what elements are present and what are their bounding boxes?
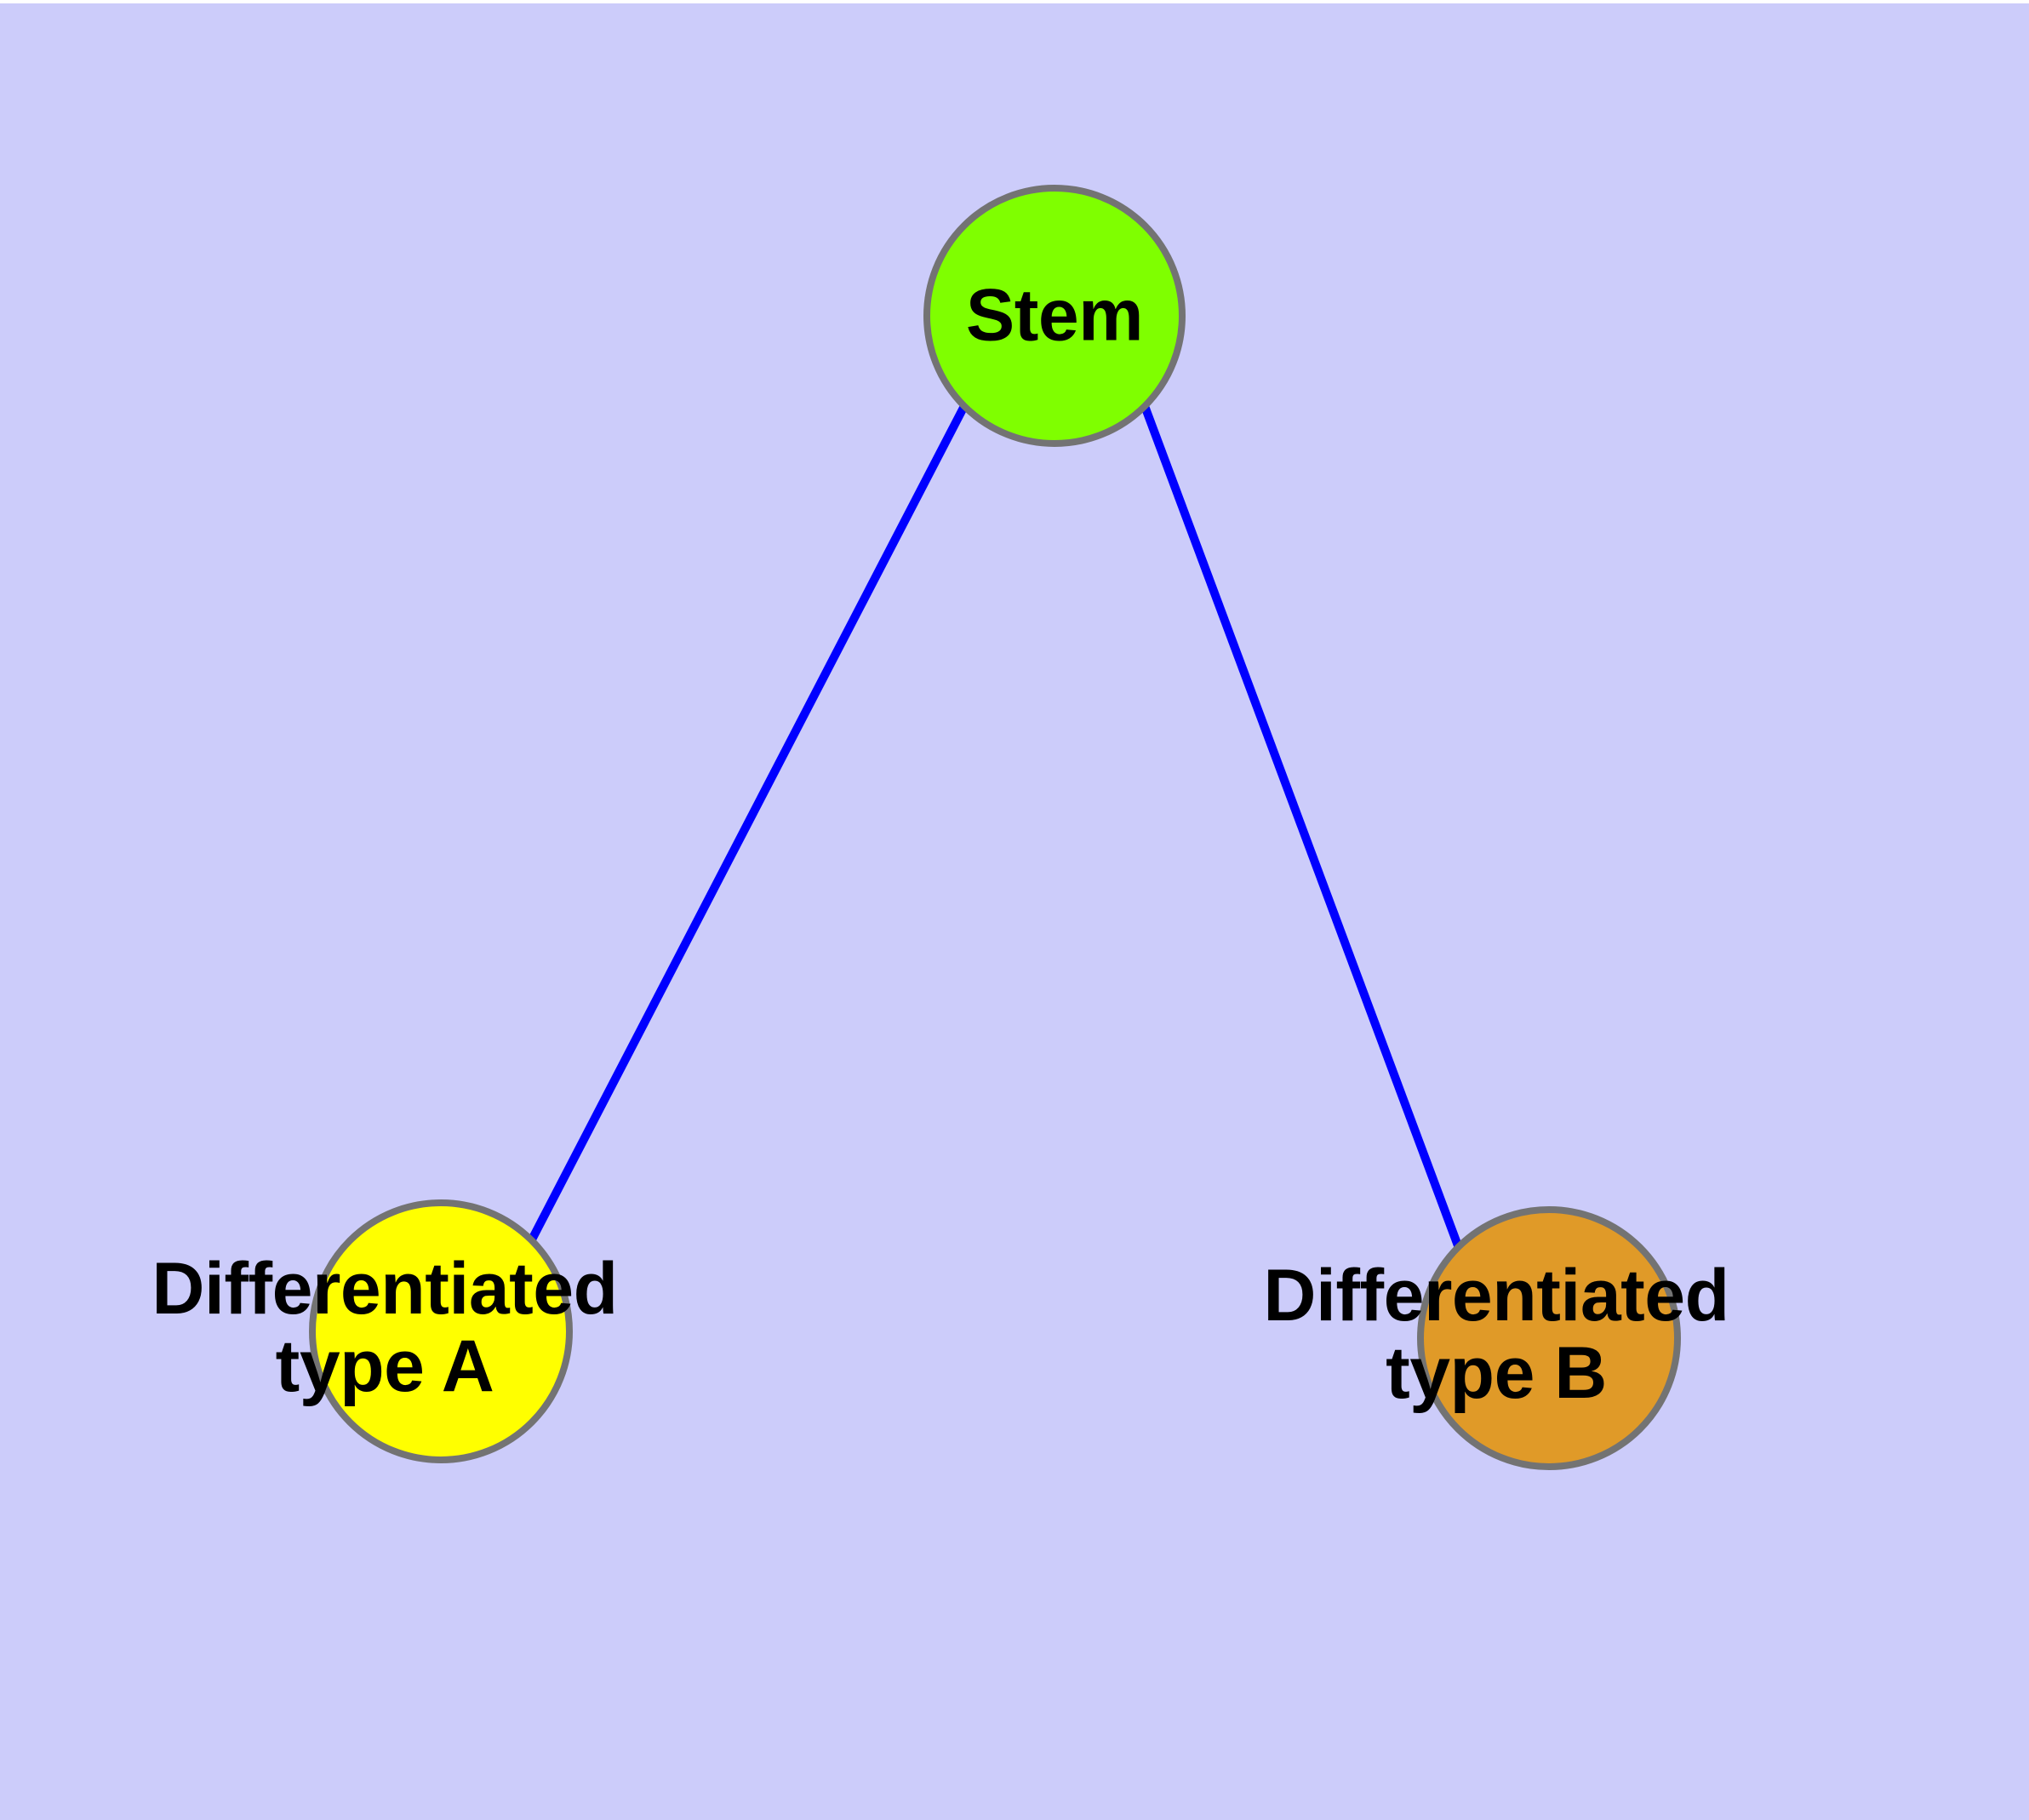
- nodes-layer: [309, 185, 1681, 1470]
- edges-layer: [527, 403, 1463, 1250]
- edge-stem-to-diff-b: [1140, 404, 1463, 1250]
- edge-stem-to-diff-a: [527, 403, 969, 1244]
- node-stem[interactable]: [923, 185, 1186, 447]
- node-differentiated-type-b[interactable]: [1417, 1206, 1681, 1470]
- node-differentiated-type-a[interactable]: [309, 1199, 573, 1463]
